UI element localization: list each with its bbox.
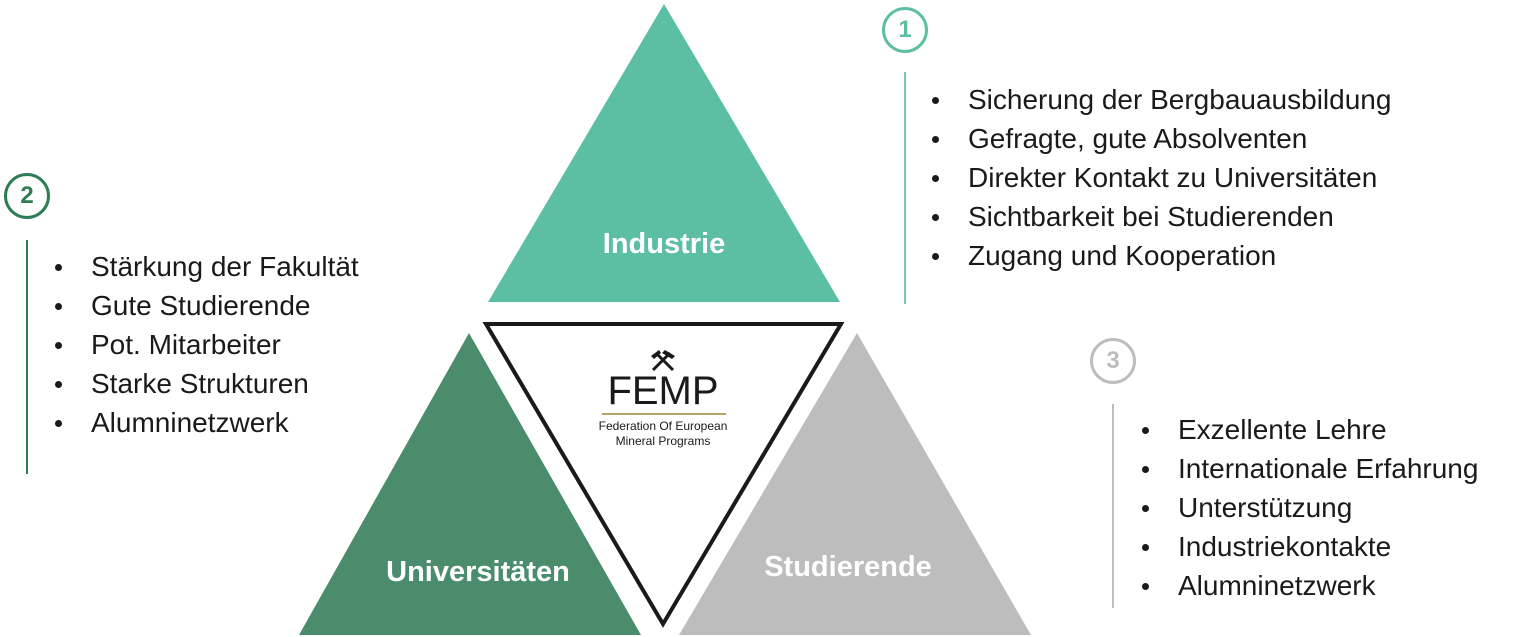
list-item: Pot. Mitarbeiter [51,325,359,364]
logo-line2: Mineral Programs [615,434,711,448]
group-3-list: Exzellente Lehre Internationale Erfahrun… [1138,410,1478,605]
list-item: Stärkung der Fakultät [51,247,359,286]
group-3-divider [1112,404,1114,608]
list-item: Gute Studierende [51,286,359,325]
logo-line1: Federation Of European [598,419,728,433]
universitaeten-triangle [299,333,641,635]
list-item: Starke Strukturen [51,364,359,403]
group-1-divider [904,72,906,304]
studierende-triangle [679,333,1031,635]
group-2-list: Stärkung der Fakultät Gute Studierende P… [51,247,359,442]
studierende-label: Studierende [764,551,932,583]
list-item: Gefragte, gute Absolventen [928,119,1391,158]
group-2-number-badge: 2 [4,173,50,219]
list-item: Direkter Kontakt zu Universitäten [928,158,1391,197]
logo-rule [602,413,726,415]
list-item: Sichtbarkeit bei Studierenden [928,197,1391,236]
list-item: Exzellente Lehre [1138,410,1478,449]
center-inverted-triangle [482,322,845,628]
hammer-pick-icon [651,350,675,372]
list-item: Sicherung der Bergbauausbildung [928,80,1391,119]
universitaeten-label: Universitäten [386,556,570,588]
group-3-number-badge: 3 [1090,338,1136,384]
industrie-triangle [488,4,840,302]
industrie-label: Industrie [602,228,726,260]
list-item: Alumninetzwerk [1138,566,1478,605]
group-1-list: Sicherung der Bergbauausbildung Gefragte… [928,80,1391,275]
group-2-divider [26,240,28,474]
group-1-number-badge: 1 [882,7,928,53]
list-item: Alumninetzwerk [51,403,359,442]
list-item: Unterstützung [1138,488,1478,527]
list-item: Zugang und Kooperation [928,236,1391,275]
list-item: Industriekontakte [1138,527,1478,566]
list-item: Internationale Erfahrung [1138,449,1478,488]
logo-abbr: FEMP [607,369,719,413]
